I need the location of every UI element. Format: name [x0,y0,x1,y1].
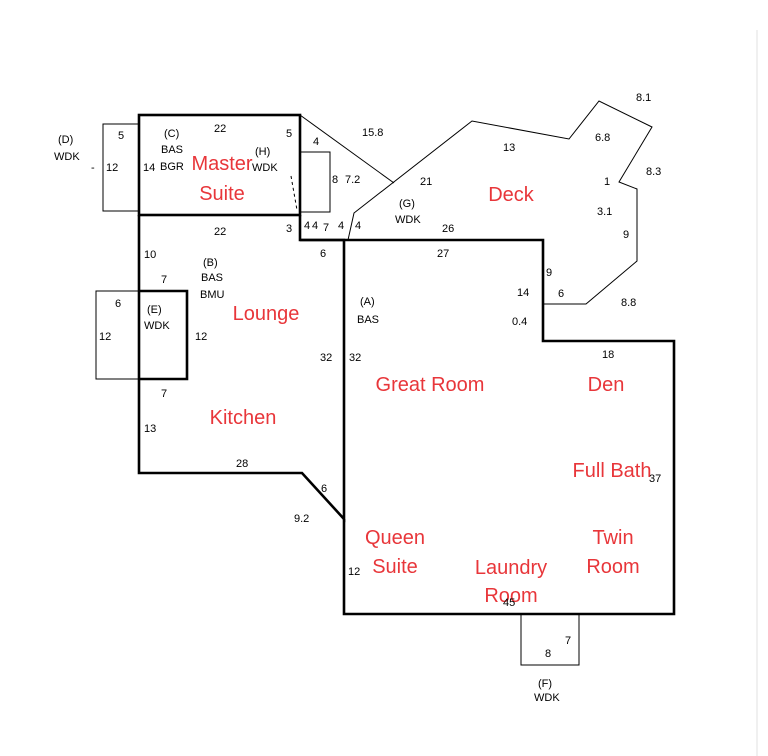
section-g-id: (G) [399,198,415,210]
dim-a-32: 32 [349,352,361,364]
section-f-id: (F) [538,678,552,690]
room-great-room: Great Room [376,374,485,396]
dim-a-14: 14 [517,287,529,299]
dim-h-diagonal: 15.8 [362,127,383,139]
dim-deck-81: 8.1 [636,92,651,104]
room-twin-line2: Room [586,556,639,578]
dim-h-4d: 4 [355,220,361,232]
dim-e-6: 6 [115,298,121,310]
section-b-id: (B) [203,257,218,269]
dim-d-top: 5 [118,130,124,142]
dim-b-13: 13 [144,423,156,435]
room-master-line2: Suite [199,183,245,205]
room-laundry-line1: Laundry [475,557,547,579]
section-c-code1: BAS [161,144,183,156]
dim-c-left: 14 [143,162,155,174]
dim-h-3: 3 [286,223,292,235]
section-a-code: BAS [357,314,379,326]
dim-b-6: 6 [320,248,326,260]
dim-deck-1: 1 [604,176,610,188]
dim-a-92: 9.2 [294,513,309,525]
room-deck: Deck [488,184,535,206]
dim-h-top: 4 [313,136,319,148]
section-g-code: WDK [395,214,421,226]
master-suite-walls [137,113,302,217]
dim-h-72: 7.2 [345,174,360,186]
dim-a-27: 27 [437,248,449,260]
dim-f-7: 7 [565,635,571,647]
dim-c-bottom: 22 [214,226,226,238]
section-a-walls [300,238,676,616]
room-den: Den [588,374,625,396]
dim-h-4b: 4 [312,220,318,232]
dim-c-right: 5 [286,128,292,140]
section-b-code1: BAS [201,272,223,284]
dim-deck-88: 8.8 [621,297,636,309]
dim-b-7: 7 [161,274,167,286]
section-e-code: WDK [144,320,170,332]
dim-a-12: 12 [348,566,360,578]
dim-d-tick: ‐ [91,162,95,174]
dim-a-18: 18 [602,349,614,361]
dim-a-6: 6 [558,288,564,300]
room-lounge: Lounge [233,303,300,325]
dim-a-6b: 6 [321,483,327,495]
section-f-code: WDK [534,692,560,704]
section-a-id: (A) [360,296,375,308]
room-kitchen: Kitchen [210,407,277,429]
section-h-id: (H) [255,146,270,158]
deck-h-box [300,151,331,213]
deck-h-diagonal [299,114,395,184]
dim-a-04: 0.4 [512,316,527,328]
dim-g-13: 13 [503,142,515,154]
room-twin-line1: Twin [592,527,633,549]
deck-h-inner-line [290,175,298,211]
dim-b-32: 32 [320,352,332,364]
dim-a-9: 9 [546,267,552,279]
deck-e-walls [139,289,189,381]
room-queen-line2: Suite [372,556,418,578]
dim-d-left: 12 [106,162,118,174]
room-full-bath: Full Bath [573,460,652,482]
dim-f-8: 8 [545,648,551,660]
dim-a-45: 45 [503,597,515,609]
section-e-id: (E) [147,304,162,316]
dim-e-7: 7 [161,388,167,400]
deck-g-outline [347,100,653,305]
section-d-code: WDK [54,151,80,163]
room-master-line1: Master [191,153,252,175]
section-b-code2: BMU [200,289,225,301]
section-h-code: WDK [252,162,278,174]
dim-b-10: 10 [144,249,156,261]
dim-b-28: 28 [236,458,248,470]
dim-e-12-left: 12 [99,331,111,343]
room-queen-line1: Queen [365,527,425,549]
dim-deck-68: 6.8 [595,132,610,144]
section-b-walls [137,215,346,523]
dim-h-7: 7 [323,222,329,234]
dim-g-21: 21 [420,176,432,188]
dim-deck-9: 9 [623,229,629,241]
dim-h-4a: 4 [304,220,310,232]
dim-deck-31: 3.1 [597,206,612,218]
dim-h-right: 8 [332,174,338,186]
dim-deck-83: 8.3 [646,166,661,178]
section-c-id: (C) [164,128,179,140]
dim-a-37: 37 [649,473,661,485]
dim-g-26: 26 [442,223,454,235]
room-laundry-line2: Room [484,585,537,607]
dim-h-4c: 4 [338,220,344,232]
section-c-code2: BGR [160,161,184,173]
section-d-id: (D) [58,134,73,146]
dim-e-12-right: 12 [195,331,207,343]
dim-c-top: 22 [214,123,226,135]
